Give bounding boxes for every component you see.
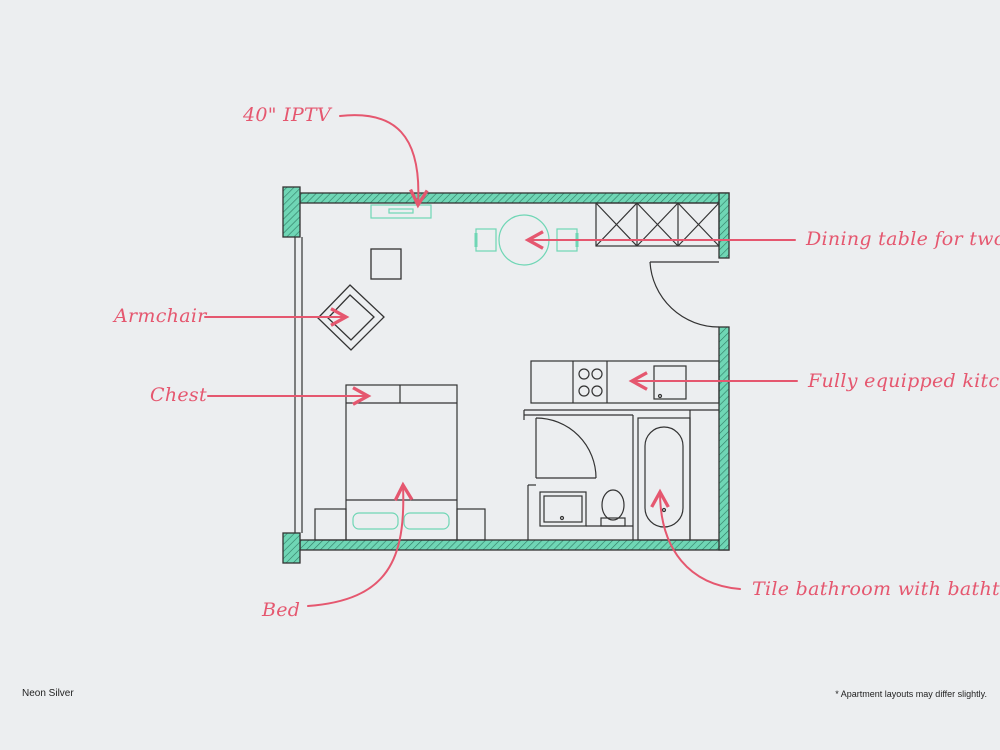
arrow-bed	[307, 485, 403, 607]
window	[294, 237, 303, 533]
walls	[282, 186, 730, 564]
label-kitchen: Fully equipped kitchen	[808, 370, 1000, 392]
wardrobe	[595, 202, 720, 247]
pillows	[352, 512, 450, 530]
pillar-bottom-left	[282, 532, 301, 564]
label-armchair: Armchair	[114, 305, 207, 327]
wall-bottom	[299, 539, 730, 551]
wall-right-lower	[718, 326, 730, 551]
bathroom	[523, 409, 719, 541]
wall-right-upper	[718, 192, 730, 259]
arrow-tv	[339, 114, 418, 205]
label-bathroom: Tile bathroom with bathtub	[752, 578, 1000, 600]
side-table	[370, 248, 402, 280]
label-chest: Chest	[150, 384, 207, 406]
tv-unit	[370, 204, 432, 219]
arrow-bathroom	[660, 492, 741, 590]
pillar-top-left	[282, 186, 301, 238]
wall-top	[299, 192, 730, 204]
bed	[314, 384, 486, 541]
label-dining: Dining table for two	[806, 228, 1000, 250]
label-bed: Bed	[262, 599, 301, 621]
entrance-door	[649, 261, 720, 328]
footer-apartment-name: Neon Silver	[22, 688, 74, 699]
footer-disclaimer: * Apartment layouts may differ slightly.	[835, 689, 987, 699]
label-tv: 40" IPTV	[243, 104, 332, 126]
